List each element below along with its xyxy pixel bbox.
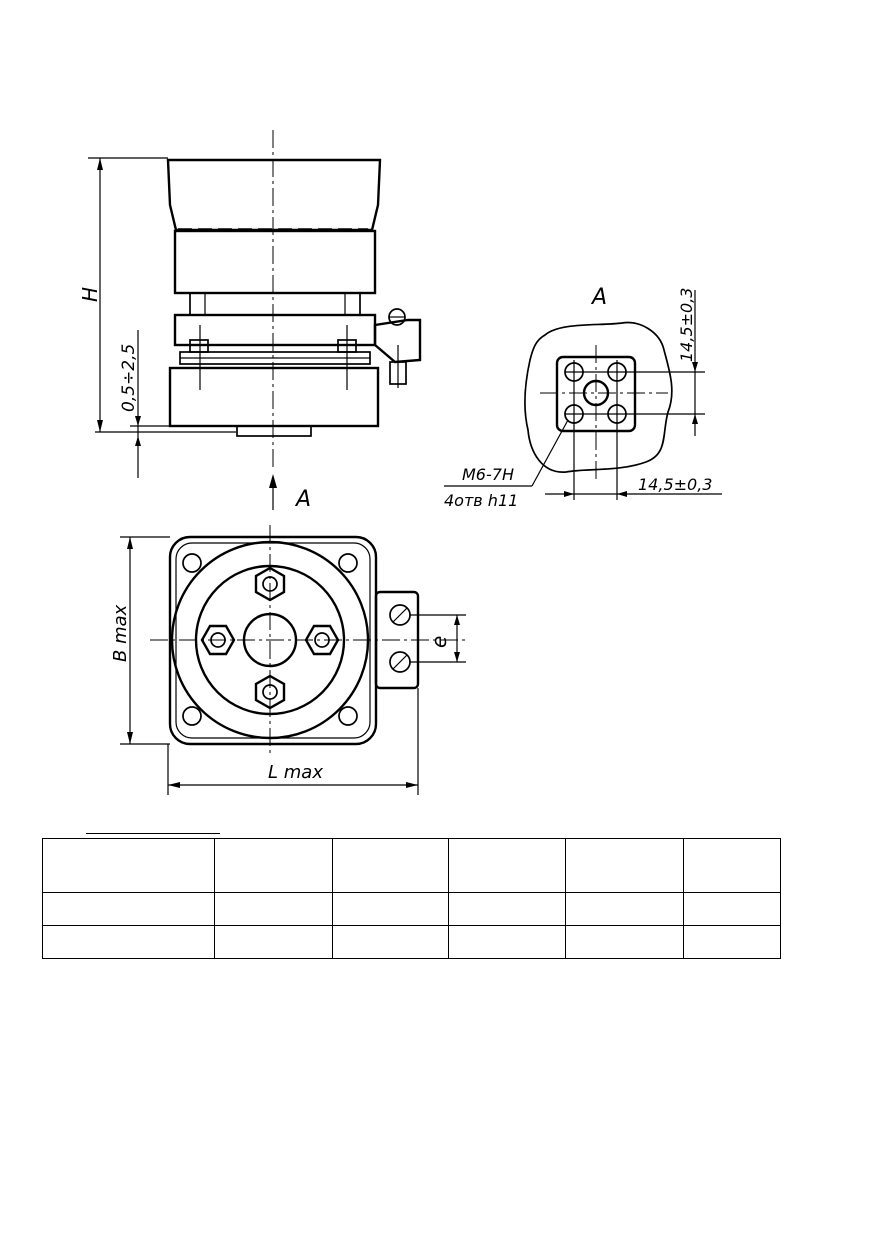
caption-underline [86, 833, 220, 834]
table-header-row [42, 838, 781, 893]
width-dim-label: В max [110, 604, 131, 662]
table-cell [683, 925, 781, 959]
table-header-cell [683, 838, 781, 893]
table-cell [332, 925, 449, 959]
offset-dim-label: е [427, 636, 451, 648]
table-row [42, 892, 781, 926]
table-cell [448, 892, 566, 926]
detail-view-a: A 14,5±0,3 14,5±0,3 М6-7Н 4отв h11 [444, 285, 722, 510]
view-arrow-label: A [294, 487, 311, 512]
table-cell [214, 925, 333, 959]
table-header-cell [42, 838, 215, 893]
table-header-cell [332, 838, 449, 893]
thread-label: М6-7Н [462, 465, 514, 484]
side-view: H 0,5÷2,5 A [78, 130, 422, 512]
nut-left [200, 624, 236, 656]
nut-top [254, 566, 286, 602]
table-cell [42, 892, 215, 926]
table-cell [565, 925, 684, 959]
detail-horizontal-dim-label: 14,5±0,3 [638, 475, 712, 494]
top-view: е В max L max [110, 525, 466, 795]
table-header-cell [448, 838, 566, 893]
table-cell [214, 892, 333, 926]
spec-table [42, 838, 781, 959]
table-cell [683, 892, 781, 926]
table-cell [565, 892, 684, 926]
detail-view-label: A [590, 285, 607, 310]
length-dim-label: L max [268, 762, 323, 783]
table-cell [42, 925, 215, 959]
holes-label: 4отв h11 [444, 491, 518, 510]
nut-bottom [254, 674, 286, 710]
table-cell [332, 892, 449, 926]
height-dim-label: H [78, 287, 102, 302]
gap-dim-label: 0,5÷2,5 [119, 344, 139, 412]
nut-right [304, 624, 340, 656]
detail-vertical-dim-label: 14,5±0,3 [677, 288, 696, 362]
table-cell [448, 925, 566, 959]
table-header-cell [214, 838, 333, 893]
table-header-cell [565, 838, 684, 893]
technical-drawing: H 0,5÷2,5 A A 14,5±0,3 [78, 130, 722, 795]
table-row [42, 925, 781, 959]
